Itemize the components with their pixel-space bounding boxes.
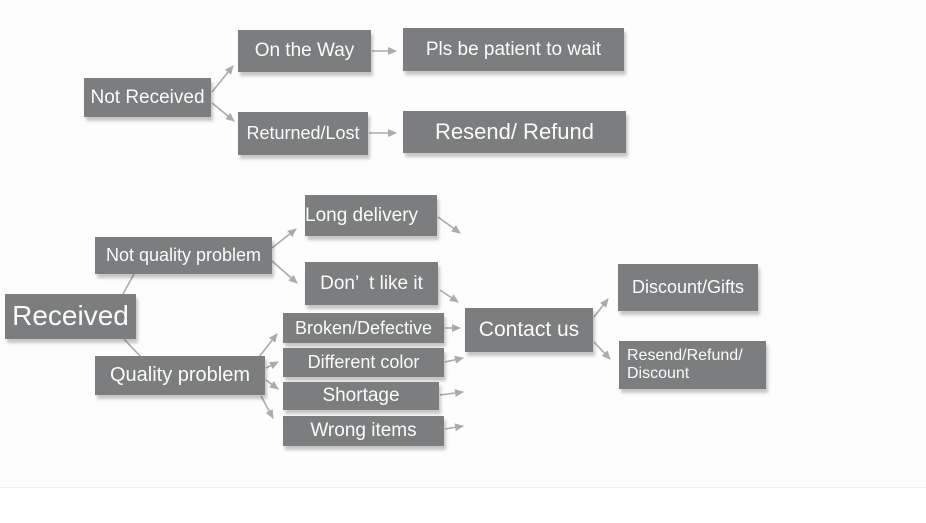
node-received: Received: [5, 294, 136, 339]
node-long-delivery: Long delivery: [305, 195, 437, 236]
node-wrong-items: Wrong items: [283, 416, 444, 446]
node-contact-us: Contact us: [465, 308, 593, 352]
node-dont-like-it: Don’ t like it: [305, 262, 438, 305]
node-not-received: Not Received: [84, 78, 211, 117]
node-broken-defective: Broken/Defective: [283, 313, 444, 343]
node-quality-problem: Quality problem: [95, 356, 265, 395]
node-different-color: Different color: [283, 348, 444, 377]
node-returned-lost: Returned/Lost: [238, 112, 368, 155]
node-pls-be-patient: Pls be patient to wait: [403, 28, 624, 71]
node-not-quality-problem: Not quality problem: [95, 237, 272, 274]
node-discount-gifts: Discount/Gifts: [618, 264, 758, 311]
node-resend-refund-discount: Resend/Refund/ Discount: [619, 341, 766, 389]
node-shortage: Shortage: [283, 382, 439, 410]
node-resend-refund: Resend/ Refund: [403, 111, 626, 153]
node-on-the-way: On the Way: [238, 30, 371, 72]
